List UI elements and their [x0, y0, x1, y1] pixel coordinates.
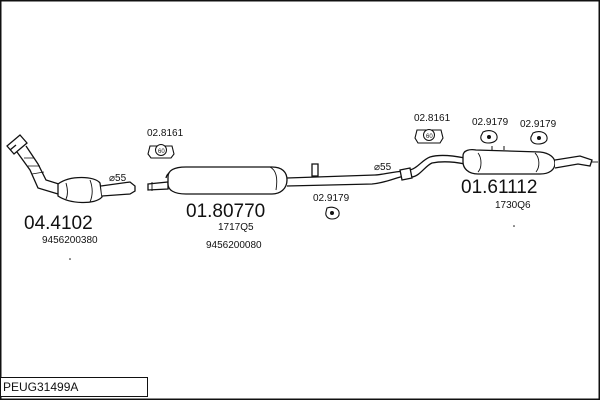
diagram-code: PEUG31499A	[3, 380, 79, 394]
pipe-diameter-middle: ⌀55	[374, 162, 392, 173]
part-number-catalytic: 04.4102	[24, 213, 93, 234]
rear-silencer-drawing	[399, 146, 598, 181]
gasket-right-number: 02.8161	[414, 113, 451, 124]
pipe-diameter-front: ⌀55	[109, 173, 127, 184]
middle-silencer-drawing	[147, 163, 405, 195]
catalytic-converter-drawing	[6, 134, 136, 204]
part-ref-middle-silencer-2: 9456200080	[206, 240, 262, 251]
part-number-middle-silencer: 01.80770	[186, 201, 265, 222]
hanger-right-2-number: 02.9179	[520, 119, 557, 130]
hanger-right-1-number: 02.9179	[472, 117, 509, 128]
hanger-right-2: 02.9179	[520, 119, 557, 145]
part-ref-rear-silencer: 1730Q6	[495, 200, 531, 211]
dot-mark	[69, 258, 71, 260]
part-ref-middle-silencer-1: 1717Q5	[218, 222, 254, 233]
gasket-left: 02.8161 60	[147, 128, 184, 159]
hanger-middle-number: 02.9179	[313, 193, 350, 204]
part-ref-catalytic: 9456200380	[42, 235, 98, 246]
gasket-right: 02.8161 60	[414, 113, 451, 144]
hanger-right-1: 02.9179	[472, 117, 509, 144]
gasket-left-number: 02.8161	[147, 128, 184, 139]
dot-mark-2	[513, 225, 515, 227]
gasket-right-badge: 60	[426, 134, 433, 140]
gasket-left-badge: 60	[158, 149, 165, 155]
part-number-rear-silencer: 01.61112	[461, 177, 537, 198]
diagram-code-box: PEUG31499A	[0, 377, 148, 397]
hanger-middle: 02.9179	[313, 193, 350, 220]
